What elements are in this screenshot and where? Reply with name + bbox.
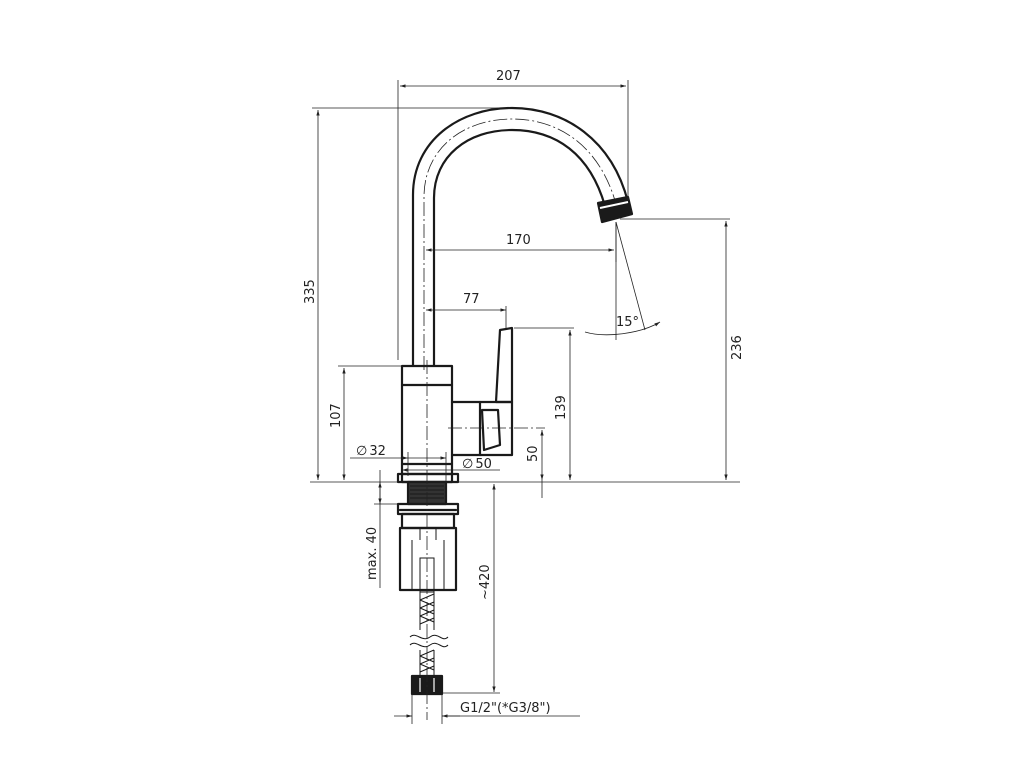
dim-body-diameter: ∅50 bbox=[462, 457, 492, 472]
dim-body-height: 107 bbox=[329, 403, 344, 428]
dimension-lines bbox=[310, 80, 740, 724]
dim-max-thickness: max. 40 bbox=[365, 527, 380, 580]
diameter-symbol: ∅ bbox=[356, 444, 367, 459]
spout-centerline bbox=[423, 118, 617, 370]
mounting-nut bbox=[398, 526, 458, 592]
dim-spout-height: 236 bbox=[730, 335, 745, 360]
dim-width-total: 207 bbox=[496, 69, 521, 84]
base-plate bbox=[396, 472, 460, 484]
dim-base-diameter-value: 32 bbox=[369, 444, 386, 459]
dim-handle-offset: 77 bbox=[463, 292, 480, 307]
handle-cartridge bbox=[450, 400, 482, 457]
faucet-outline bbox=[396, 106, 634, 696]
dim-height-total: 335 bbox=[303, 279, 318, 304]
diameter-symbol: ∅ bbox=[462, 457, 473, 472]
dim-thread: G1/2"(*G3/8") bbox=[460, 701, 551, 716]
spout-inner bbox=[432, 128, 607, 367]
supply-hose bbox=[409, 557, 449, 696]
spout-outer bbox=[411, 106, 630, 367]
dim-spout-angle: 15° bbox=[616, 315, 639, 330]
handle-lever bbox=[494, 326, 514, 404]
dim-base-diameter: ∅32 bbox=[356, 444, 386, 459]
dim-hose-length: ~420 bbox=[478, 564, 493, 600]
dim-spout-reach: 170 bbox=[506, 233, 531, 248]
dim-handle-height: 139 bbox=[554, 395, 569, 420]
dim-body-center-height: 50 bbox=[526, 445, 541, 462]
dim-body-diameter-value: 50 bbox=[475, 457, 492, 472]
